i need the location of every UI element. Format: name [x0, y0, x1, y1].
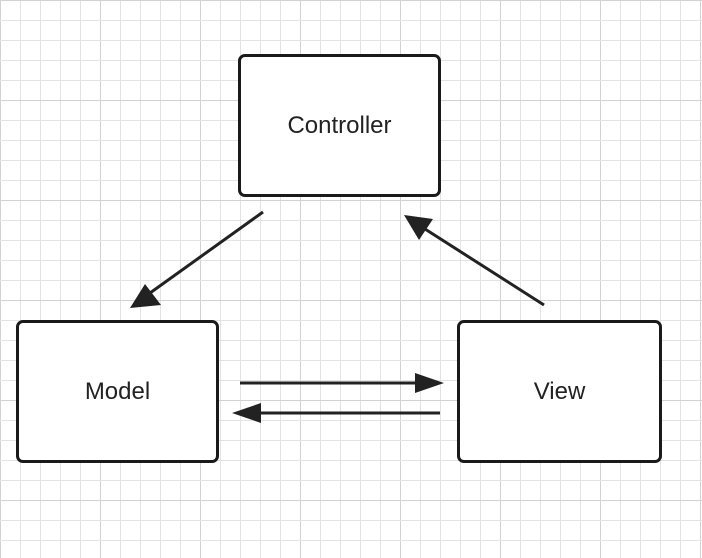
node-label: Model — [84, 377, 151, 405]
node-model[interactable]: Model — [16, 320, 219, 463]
node-label: View — [533, 377, 586, 405]
node-view[interactable]: View — [457, 320, 662, 463]
node-controller[interactable]: Controller — [238, 54, 441, 197]
node-label: Controller — [287, 111, 392, 139]
